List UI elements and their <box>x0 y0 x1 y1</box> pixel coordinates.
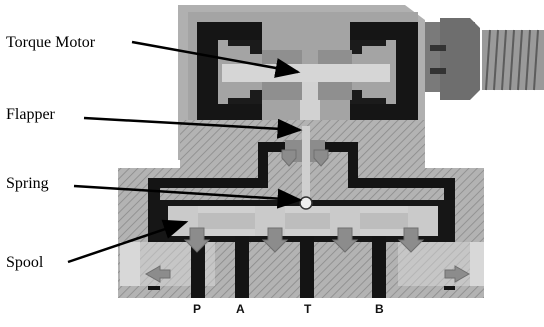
electrical-connector <box>425 18 544 100</box>
valve-body <box>118 126 484 298</box>
port-a-label: A <box>236 302 245 316</box>
port-p-label: P <box>193 302 202 316</box>
spool-leader <box>67 219 189 264</box>
torque-motor-leader <box>131 40 301 78</box>
flapper-label: Flapper <box>6 106 55 123</box>
spool-label: Spool <box>6 254 44 271</box>
flapper-leader <box>83 116 303 139</box>
port-b-label: B <box>375 302 384 316</box>
spring-leader <box>73 184 303 209</box>
spring-label: Spring <box>6 175 49 192</box>
port-t-label: T <box>304 302 312 316</box>
torque-motor-label: Torque Motor <box>6 34 96 51</box>
